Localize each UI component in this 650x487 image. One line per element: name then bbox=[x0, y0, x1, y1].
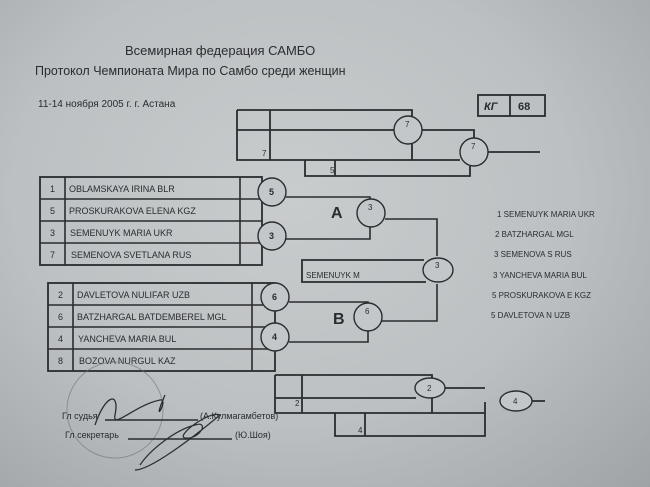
svg-text:SEMENOVA SVETLANA RUS: SEMENOVA SVETLANA RUS bbox=[71, 250, 191, 260]
athlete-row: 5 PROSKURAKOVA ELENA KGZ bbox=[50, 206, 196, 216]
svg-text:4: 4 bbox=[272, 332, 277, 342]
date-place: 11-14 ноября 2005 г. г. Астана bbox=[38, 98, 176, 110]
svg-text:2: 2 bbox=[58, 290, 63, 300]
svg-text:5: 5 bbox=[269, 187, 274, 197]
svg-text:7: 7 bbox=[50, 250, 55, 260]
svg-text:4: 4 bbox=[513, 397, 518, 406]
weight-category-box: КГ 68 bbox=[477, 94, 546, 117]
signature-block: Гл судья (А.Кулмагамбетов) Гл секретарь … bbox=[62, 361, 278, 471]
repechage-top-bracket: 7 5 7 7 bbox=[236, 109, 540, 177]
judge-signature bbox=[94, 394, 166, 426]
svg-text:3: 3 bbox=[368, 203, 373, 212]
svg-text:1: 1 bbox=[50, 184, 55, 194]
svg-text:5: 5 bbox=[330, 166, 335, 175]
svg-text:DAVLETOVA NULIFAR UZB: DAVLETOVA NULIFAR UZB bbox=[77, 290, 190, 300]
svg-text:SEMENUYK MARIA UKR: SEMENUYK MARIA UKR bbox=[70, 228, 173, 238]
svg-text:A: A bbox=[331, 205, 343, 222]
pool-a-table bbox=[39, 176, 263, 266]
svg-text:7: 7 bbox=[471, 142, 476, 151]
svg-text:8: 8 bbox=[58, 356, 63, 366]
athlete-row: 1 OBLAMSKAYA IRINA BLR bbox=[50, 184, 175, 194]
svg-text:5 PROSKURAKOVA E KGZ: 5 PROSKURAKOVA E KGZ bbox=[492, 291, 591, 300]
svg-text:7: 7 bbox=[262, 149, 267, 158]
pool-a-bracket: 5 3 A 3 bbox=[257, 177, 438, 256]
svg-text:YANCHEVA MARIA BUL: YANCHEVA MARIA BUL bbox=[78, 334, 176, 344]
svg-text:2: 2 bbox=[295, 399, 300, 408]
svg-text:5: 5 bbox=[50, 206, 55, 216]
athlete-row: 6 BATZHARGAL BATDEMBEREL MGL bbox=[58, 312, 227, 322]
pool-b-bracket: 6 4 B 6 bbox=[260, 282, 438, 352]
svg-text:5 DAVLETOVA N UZB: 5 DAVLETOVA N UZB bbox=[491, 311, 570, 320]
final-bracket: SEMENUYK M 3 bbox=[301, 257, 454, 283]
svg-text:OBLAMSKAYA IRINA BLR: OBLAMSKAYA IRINA BLR bbox=[69, 184, 175, 194]
svg-text:BOZOVA NURGUL KAZ: BOZOVA NURGUL KAZ bbox=[79, 356, 176, 366]
athlete-row: 2 DAVLETOVA NULIFAR UZB bbox=[58, 290, 190, 300]
svg-text:PROSKURAKOVA ELENA KGZ: PROSKURAKOVA ELENA KGZ bbox=[69, 206, 196, 216]
svg-text:6: 6 bbox=[272, 292, 277, 302]
svg-text:7: 7 bbox=[405, 120, 410, 129]
svg-text:4: 4 bbox=[58, 334, 63, 344]
svg-text:Гл судья: Гл судья bbox=[62, 411, 98, 421]
final-standings: 1 SEMENUYK MARIA UKR 2 BATZHARGAL MGL 3 … bbox=[491, 210, 595, 320]
official-stamp bbox=[66, 361, 164, 459]
repechage-bottom-bracket: 2 4 2 4 bbox=[274, 374, 545, 437]
svg-text:3: 3 bbox=[50, 228, 55, 238]
svg-text:(А.Кулмагамбетов): (А.Кулмагамбетов) bbox=[200, 411, 278, 421]
svg-text:6: 6 bbox=[58, 312, 63, 322]
document-title: Всемирная федерация САМБО bbox=[125, 43, 315, 58]
svg-text:(Ю.Шоя): (Ю.Шоя) bbox=[235, 430, 271, 440]
svg-text:3 SEMENOVA S RUS: 3 SEMENOVA S RUS bbox=[494, 250, 572, 259]
svg-text:68: 68 bbox=[518, 101, 530, 113]
athlete-row: 8 BOZOVA NURGUL KAZ bbox=[58, 356, 176, 366]
secretary-signature bbox=[134, 413, 222, 471]
svg-text:4: 4 bbox=[358, 426, 363, 435]
svg-text:3 YANCHEVA MARIA BUL: 3 YANCHEVA MARIA BUL bbox=[493, 271, 587, 280]
document-subtitle: Протокол Чемпионата Мира по Самбо среди … bbox=[35, 64, 346, 78]
svg-text:2: 2 bbox=[427, 384, 432, 393]
svg-text:3: 3 bbox=[269, 231, 274, 241]
svg-text:2 BATZHARGAL MGL: 2 BATZHARGAL MGL bbox=[495, 230, 574, 239]
athlete-row: 4 YANCHEVA MARIA BUL bbox=[58, 334, 176, 344]
athlete-row: 7 SEMENOVA SVETLANA RUS bbox=[50, 250, 191, 260]
svg-text:B: B bbox=[333, 311, 345, 328]
svg-text:Гл секретарь: Гл секретарь bbox=[65, 430, 119, 440]
svg-text:6: 6 bbox=[365, 307, 370, 316]
svg-text:1 SEMENUYK MARIA UKR: 1 SEMENUYK MARIA UKR bbox=[497, 210, 595, 219]
svg-text:3: 3 bbox=[435, 261, 440, 270]
svg-text:КГ: КГ bbox=[484, 101, 499, 113]
svg-text:BATZHARGAL BATDEMBEREL MGL: BATZHARGAL BATDEMBEREL MGL bbox=[77, 312, 227, 322]
svg-text:SEMENUYK M: SEMENUYK M bbox=[306, 271, 360, 280]
athlete-row: 3 SEMENUYK MARIA UKR bbox=[50, 228, 173, 238]
